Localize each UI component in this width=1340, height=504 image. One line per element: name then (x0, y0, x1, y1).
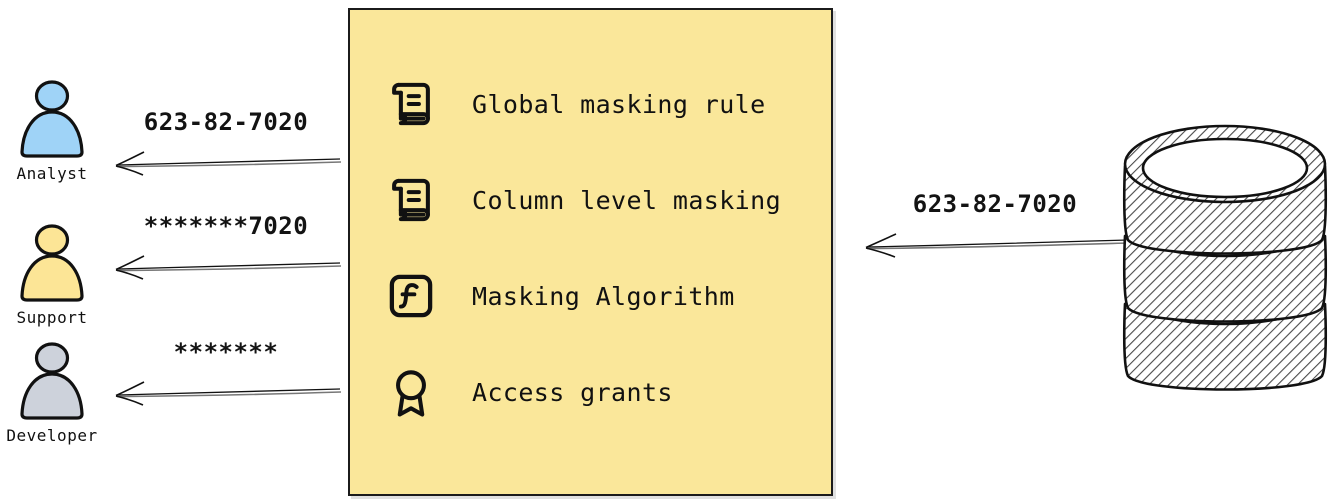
policy-panel: Global masking rule Column level masking (348, 8, 833, 496)
scroll-document-icon (392, 178, 430, 222)
arrow-left-icon (115, 255, 342, 280)
actor-support[interactable]: Support (0, 222, 112, 327)
policy-item-label: Column level masking (472, 185, 782, 215)
policy-item-global-masking-rule[interactable]: Global masking rule (350, 56, 831, 152)
flow-label: 623-82-7020 (143, 108, 309, 136)
scroll-document-icon (392, 82, 430, 126)
policy-list: Global masking rule Column level masking (350, 10, 831, 494)
user-icon (20, 80, 84, 158)
actor-label: Developer (6, 426, 98, 445)
database-cylinder[interactable] (1118, 118, 1332, 400)
policy-item-masking-algorithm[interactable]: Masking Algorithm (350, 248, 831, 344)
actor-analyst[interactable]: Analyst (0, 78, 112, 183)
user-icon (20, 224, 84, 302)
flow-label: *******7020 (143, 212, 309, 240)
flow-analyst: 623-82-7020 (110, 108, 342, 178)
function-box-icon (389, 274, 433, 318)
flow-developer: ******* (110, 338, 342, 408)
arrow-left-icon (115, 381, 342, 406)
policy-item-column-level-masking[interactable]: Column level masking (350, 152, 831, 248)
flow-database-to-panel: 623-82-7020 (860, 190, 1130, 260)
flow-label: 623-82-7020 (912, 190, 1078, 218)
actor-developer[interactable]: Developer (0, 340, 112, 445)
actor-label: Analyst (16, 164, 88, 183)
flow-support: *******7020 (110, 212, 342, 282)
flow-label: ******* (173, 338, 279, 366)
policy-item-label: Global masking rule (472, 89, 766, 119)
actor-label: Support (16, 308, 88, 327)
policy-item-access-grants[interactable]: Access grants (350, 344, 831, 440)
award-ribbon-icon (396, 370, 426, 417)
arrow-left-icon (115, 151, 342, 176)
policy-item-label: Masking Algorithm (472, 281, 735, 311)
user-icon (20, 342, 84, 420)
arrow-left-icon (865, 233, 1130, 258)
database-cylinder-icon (1122, 124, 1328, 391)
policy-item-label: Access grants (472, 377, 673, 407)
